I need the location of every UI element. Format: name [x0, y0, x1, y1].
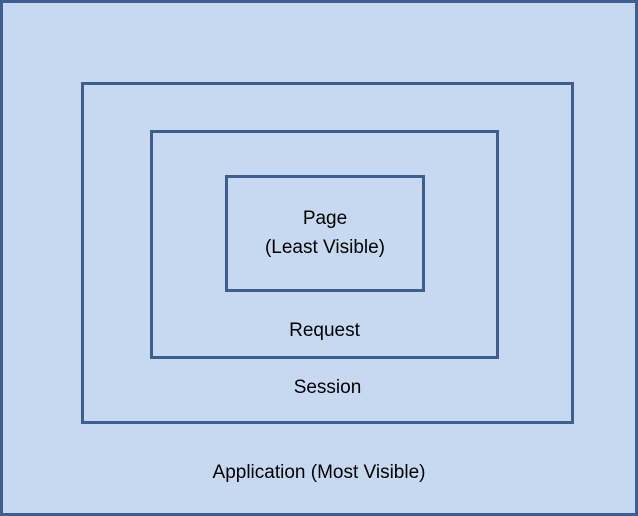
session-scope-label: Session — [293, 377, 362, 398]
page-scope-box: Page (Least Visible) — [225, 175, 425, 292]
application-scope-label: Application (Most Visible) — [212, 462, 426, 483]
request-scope-label: Request — [289, 320, 360, 341]
page-scope-label-line1: Page — [302, 208, 348, 229]
request-scope-box: Page (Least Visible) Request — [150, 130, 499, 359]
session-scope-box: Page (Least Visible) Request Session — [81, 82, 574, 424]
page-scope-label: Page (Least Visible) — [228, 204, 422, 262]
page-scope-label-line2: (Least Visible) — [264, 237, 386, 258]
